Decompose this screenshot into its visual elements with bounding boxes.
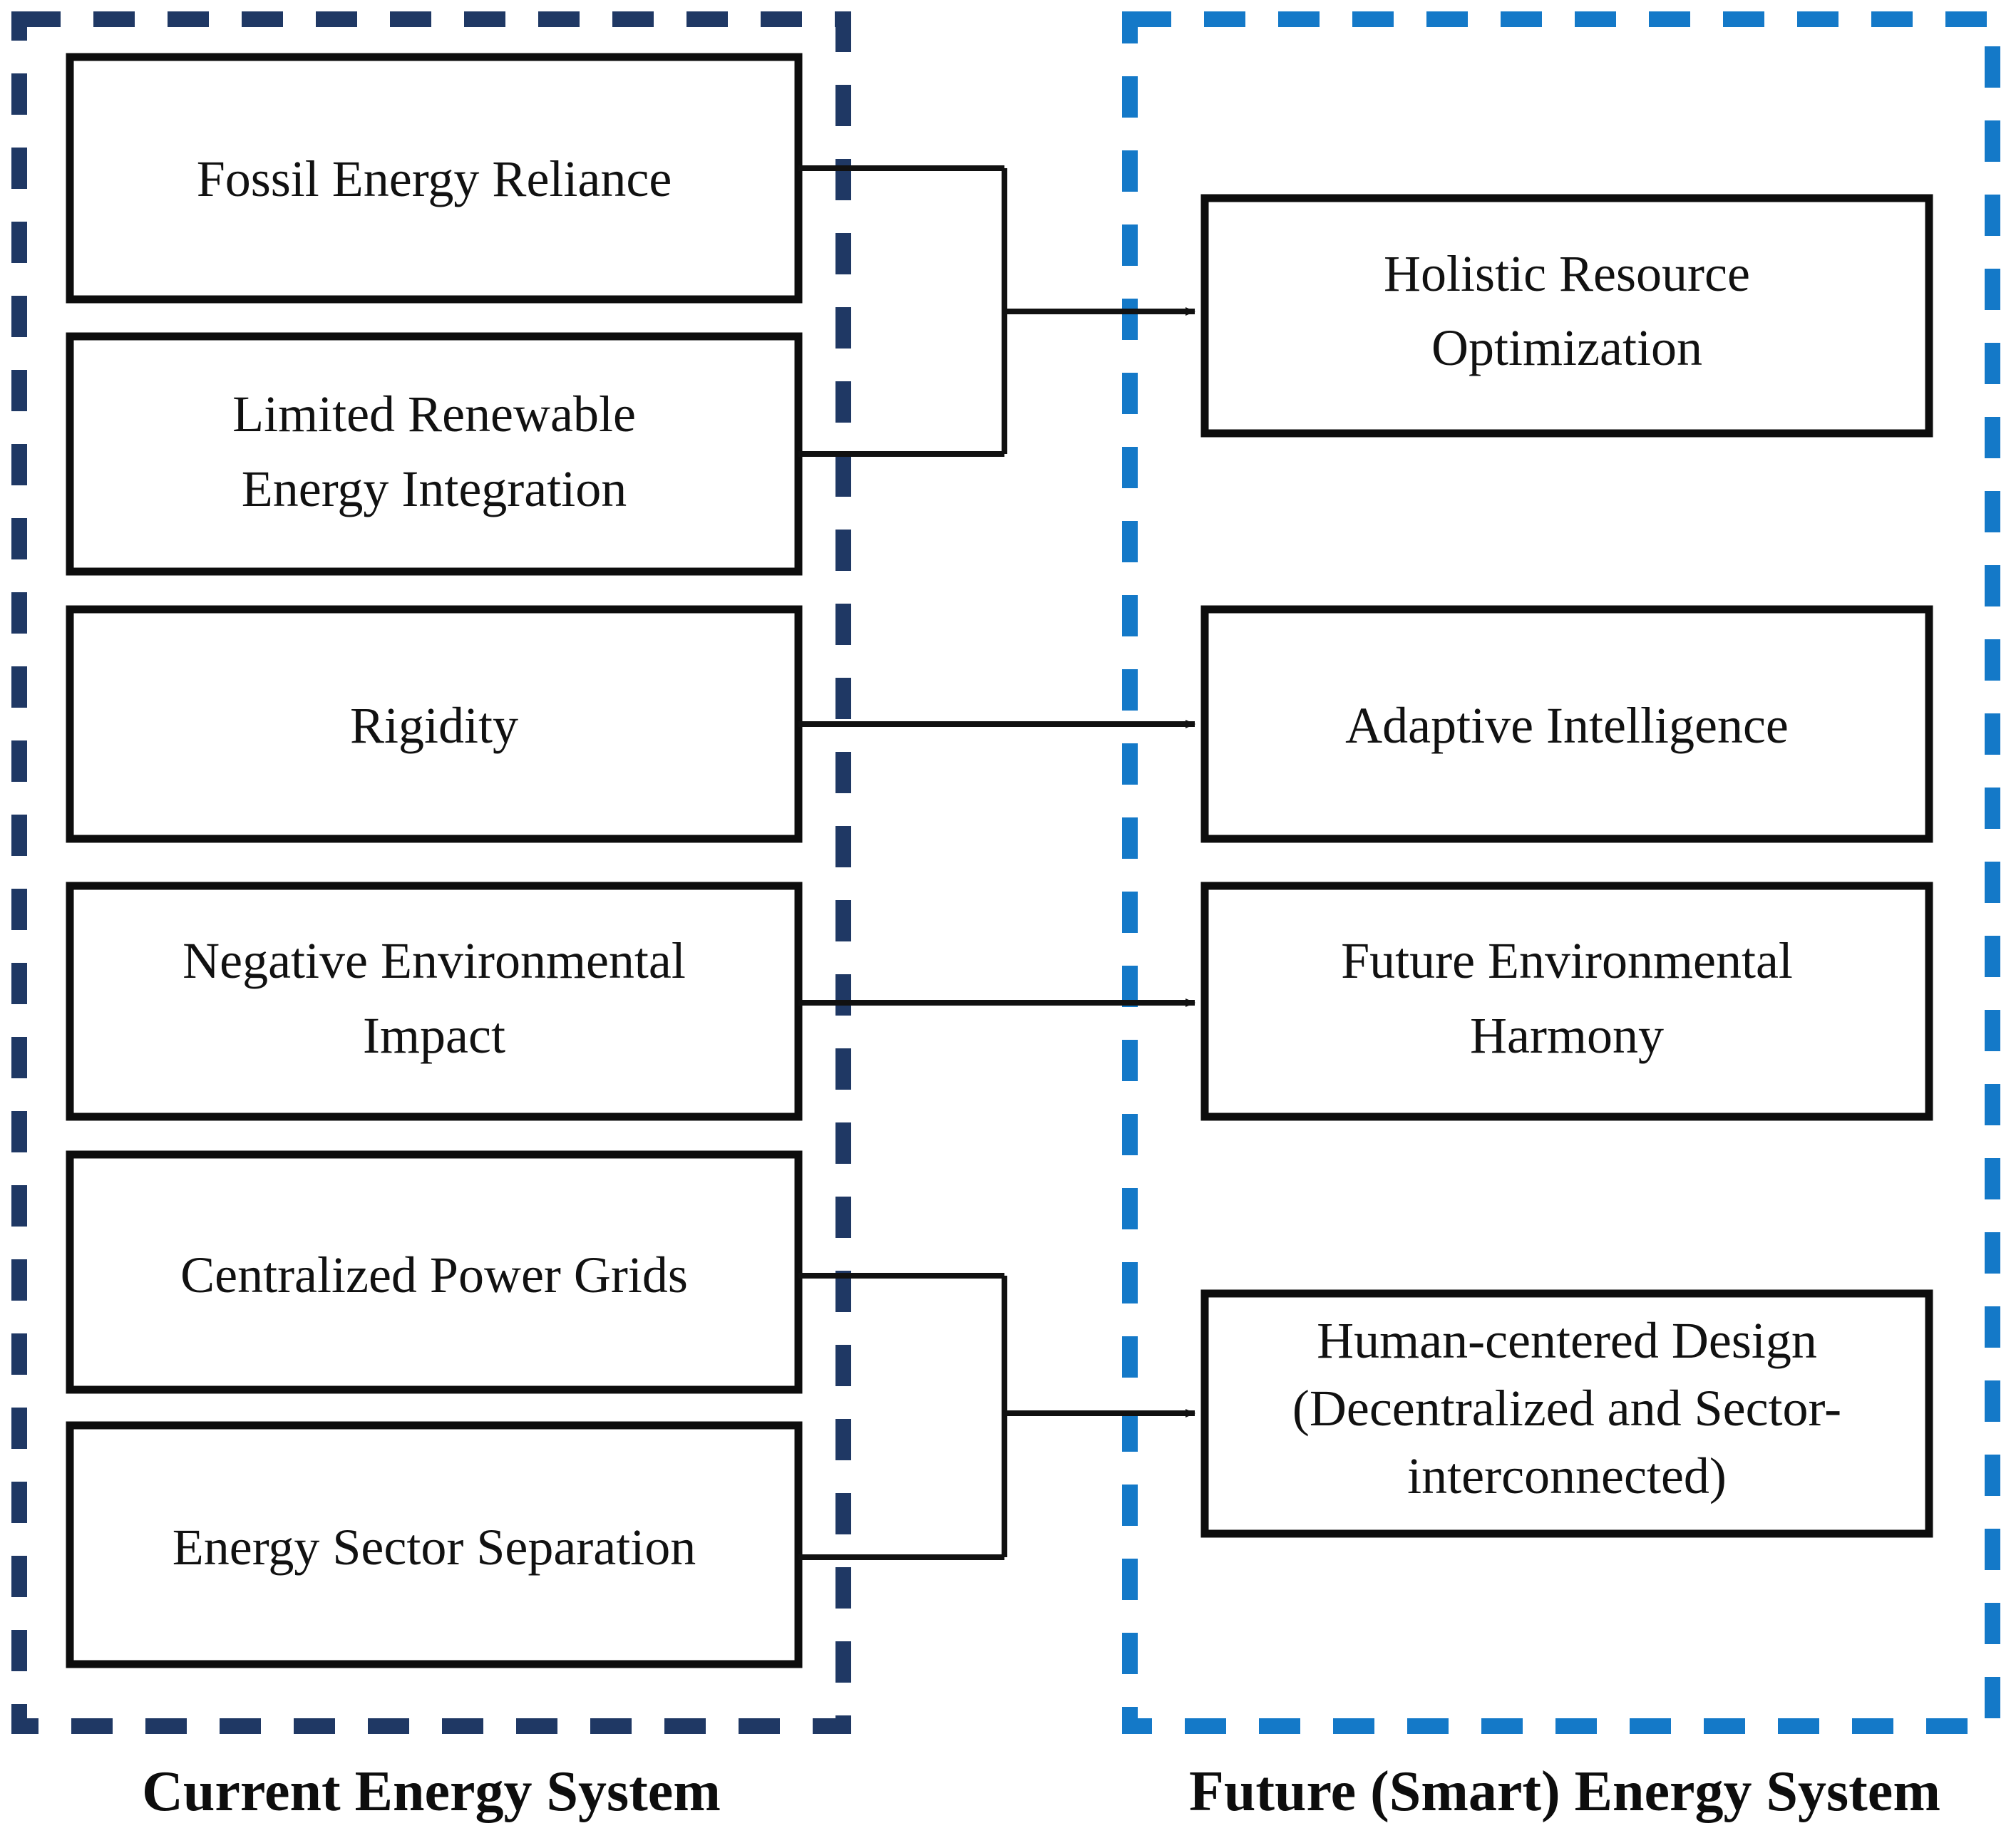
left-box-label-line1: Limited Renewable xyxy=(232,386,636,443)
right-box-label-line1: Human-centered Design xyxy=(1317,1312,1817,1369)
left-box-label: Centralized Power Grids xyxy=(180,1246,688,1303)
right-panel-caption: Future (Smart) Energy System xyxy=(1189,1760,1940,1823)
left-panel-caption: Current Energy System xyxy=(142,1760,721,1823)
left-box-label-line1: Negative Environmental xyxy=(182,932,686,989)
right-box-label-line3: interconnected) xyxy=(1407,1447,1727,1504)
right-box-label-line2: Harmony xyxy=(1470,1007,1664,1064)
left-box-fossil-energy-reliance: Fossil Energy Reliance xyxy=(66,53,803,304)
left-box-negative-environmental-impact: Negative Environmental Impact xyxy=(66,882,803,1121)
right-box-adaptive-intelligence: Adaptive Intelligence xyxy=(1200,605,1933,843)
connector-merge-to-human-centered-design xyxy=(798,1273,1195,1560)
left-box-label: Energy Sector Separation xyxy=(173,1519,696,1576)
left-box-limited-renewable-energy-integration: Limited Renewable Energy Integration xyxy=(66,332,803,576)
left-box-energy-sector-separation: Energy Sector Separation xyxy=(66,1421,803,1668)
connector-merge-to-holistic-resource-optimization xyxy=(798,165,1195,457)
right-box-future-environmental-harmony: Future Environmental Harmony xyxy=(1200,882,1933,1121)
left-box-rigidity: Rigidity xyxy=(66,605,803,843)
right-box-human-centered-design: Human-centered Design (Decentralized and… xyxy=(1200,1289,1933,1538)
right-box-label: Adaptive Intelligence xyxy=(1345,697,1789,754)
left-box-label: Fossil Energy Reliance xyxy=(197,150,672,207)
right-box-label-line1: Future Environmental xyxy=(1341,932,1793,989)
left-panel-border xyxy=(11,11,851,1734)
right-box-label-line2: (Decentralized and Sector- xyxy=(1292,1380,1841,1437)
left-box-label-line2: Energy Integration xyxy=(242,460,627,517)
left-box-label-line2: Impact xyxy=(363,1007,505,1064)
right-box-label-line1: Holistic Resource xyxy=(1384,245,1750,302)
left-box-label: Rigidity xyxy=(350,697,518,754)
right-box-label-line2: Optimization xyxy=(1431,319,1702,376)
right-box-holistic-resource-optimization: Holistic Resource Optimization xyxy=(1200,194,1933,438)
left-box-centralized-power-grids: Centralized Power Grids xyxy=(66,1150,803,1394)
right-panel-border xyxy=(1122,11,2000,1734)
